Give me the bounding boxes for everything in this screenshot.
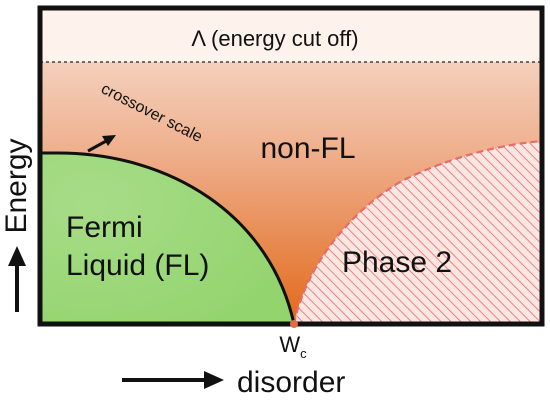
non-fl-label: non-FL xyxy=(260,132,355,165)
phase-2-label: Phase 2 xyxy=(342,246,452,279)
cutoff-label: Λ (energy cut off) xyxy=(191,26,358,51)
cutoff-band xyxy=(40,8,542,62)
crossover-curve xyxy=(40,151,296,324)
right-arrow-icon xyxy=(122,371,224,389)
critical-point xyxy=(290,320,298,328)
phase-2-boundary xyxy=(292,139,542,324)
energy-axis-label: Energy xyxy=(0,138,33,233)
arrow-icon xyxy=(87,135,116,153)
fermi-liquid-label-line2: Liquid (FL) xyxy=(66,249,209,282)
fermi-liquid-label-line1: Fermi xyxy=(66,211,143,244)
disorder-axis-label: disorder xyxy=(237,366,345,399)
up-arrow-icon xyxy=(8,246,26,312)
fermi-liquid-region xyxy=(40,153,294,324)
critical-disorder-label: Wc xyxy=(279,332,307,361)
phase-2-region xyxy=(294,141,542,324)
